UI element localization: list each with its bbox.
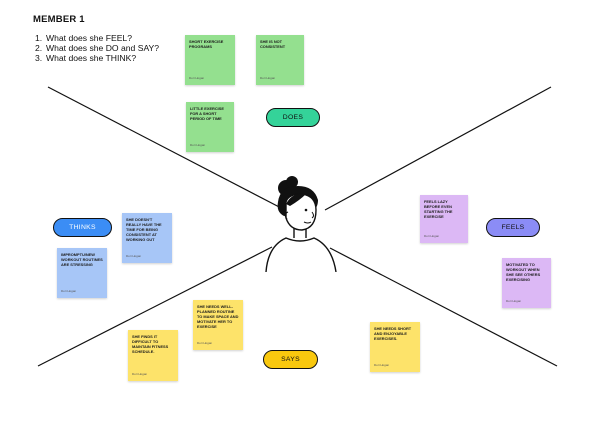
note-text: SHE IS NOT CONSISTENT <box>260 39 286 49</box>
note-author: Dori Hogan <box>424 234 440 238</box>
sticky-note-does-3[interactable]: LITTLE EXERCISE FOR A SHORT PERIOD OF TI… <box>186 102 234 152</box>
divider-line-left-up <box>37 246 273 367</box>
note-author: Dori Hogan <box>190 143 206 147</box>
note-author: Dori Hogan <box>189 76 205 80</box>
note-author: Dori Hogan <box>260 76 276 80</box>
sticky-note-thinks-1[interactable]: SHE DOESN'T REALLY HAVE THE TIME FOR BEI… <box>122 213 172 263</box>
sticky-note-does-1[interactable]: SHORT EXERCISE PROGRAMS Dori Hogan <box>185 35 235 85</box>
sticky-note-says-2[interactable]: SHE FINDS IT DIFFICULT TO MAINTAIN FITNE… <box>128 330 178 381</box>
note-text: SHORT EXERCISE PROGRAMS <box>189 39 224 49</box>
question-item: 2.What does she DO and SAY? <box>35 43 160 53</box>
person-illustration <box>265 176 337 272</box>
note-text: SHE NEEDS WELL-PLANNED ROUTINE TO MAKE S… <box>197 304 239 329</box>
divider-line-right-down <box>329 247 558 367</box>
note-author: Dori Hogan <box>506 299 522 303</box>
sticky-note-thinks-2[interactable]: IMPROMPTU/NEW WORKOUT ROUTINES ARE STRES… <box>57 248 107 298</box>
question-text: What does she THINK? <box>46 53 137 63</box>
sticky-note-says-3[interactable]: SHE NEEDS SHORT AND ENJOYABLE EXERCISES.… <box>370 322 420 372</box>
label-thinks[interactable]: THINKS <box>53 218 112 237</box>
question-item: 3.What does she THINK? <box>35 53 137 63</box>
label-says[interactable]: SAYS <box>263 350 318 369</box>
divider-line-left-down <box>47 86 286 211</box>
note-author: Dori Hogan <box>61 289 77 293</box>
sticky-note-does-2[interactable]: SHE IS NOT CONSISTENT Dori Hogan <box>256 35 304 85</box>
note-text: SHE FINDS IT DIFFICULT TO MAINTAIN FITNE… <box>132 334 169 354</box>
sticky-note-feels-2[interactable]: MOTIVATED TO WORKOUT WHEN SHE SEE OTHERS… <box>502 258 551 308</box>
question-text: What does she DO and SAY? <box>46 43 160 53</box>
divider-line-right-up <box>324 86 552 211</box>
sticky-note-says-1[interactable]: SHE NEEDS WELL-PLANNED ROUTINE TO MAKE S… <box>193 300 243 350</box>
note-author: Dori Hogan <box>374 363 390 367</box>
label-does[interactable]: DOES <box>266 108 320 127</box>
note-text: FEELS LAZY BEFORE EVEN STARTING THE EXER… <box>424 199 453 219</box>
note-text: SHE NEEDS SHORT AND ENJOYABLE EXERCISES. <box>374 326 412 341</box>
note-author: Dori Hogan <box>132 372 148 376</box>
note-text: MOTIVATED TO WORKOUT WHEN SHE SEE OTHERS… <box>506 262 541 282</box>
note-author: Dori Hogan <box>126 254 142 258</box>
note-text: SHE DOESN'T REALLY HAVE THE TIME FOR BEI… <box>126 217 162 242</box>
note-text: IMPROMPTU/NEW WORKOUT ROUTINES ARE STRES… <box>61 252 103 267</box>
label-feels[interactable]: FEELS <box>486 218 540 237</box>
note-author: Dori Hogan <box>197 341 213 345</box>
note-text: LITTLE EXERCISE FOR A SHORT PERIOD OF TI… <box>190 106 224 121</box>
question-item: 1.What does she FEEL? <box>35 33 132 43</box>
question-list: 1.What does she FEEL? 2.What does she DO… <box>35 33 159 63</box>
sticky-note-feels-1[interactable]: FEELS LAZY BEFORE EVEN STARTING THE EXER… <box>420 195 468 243</box>
question-text: What does she FEEL? <box>46 33 132 43</box>
member-title: MEMBER 1 <box>33 14 85 25</box>
